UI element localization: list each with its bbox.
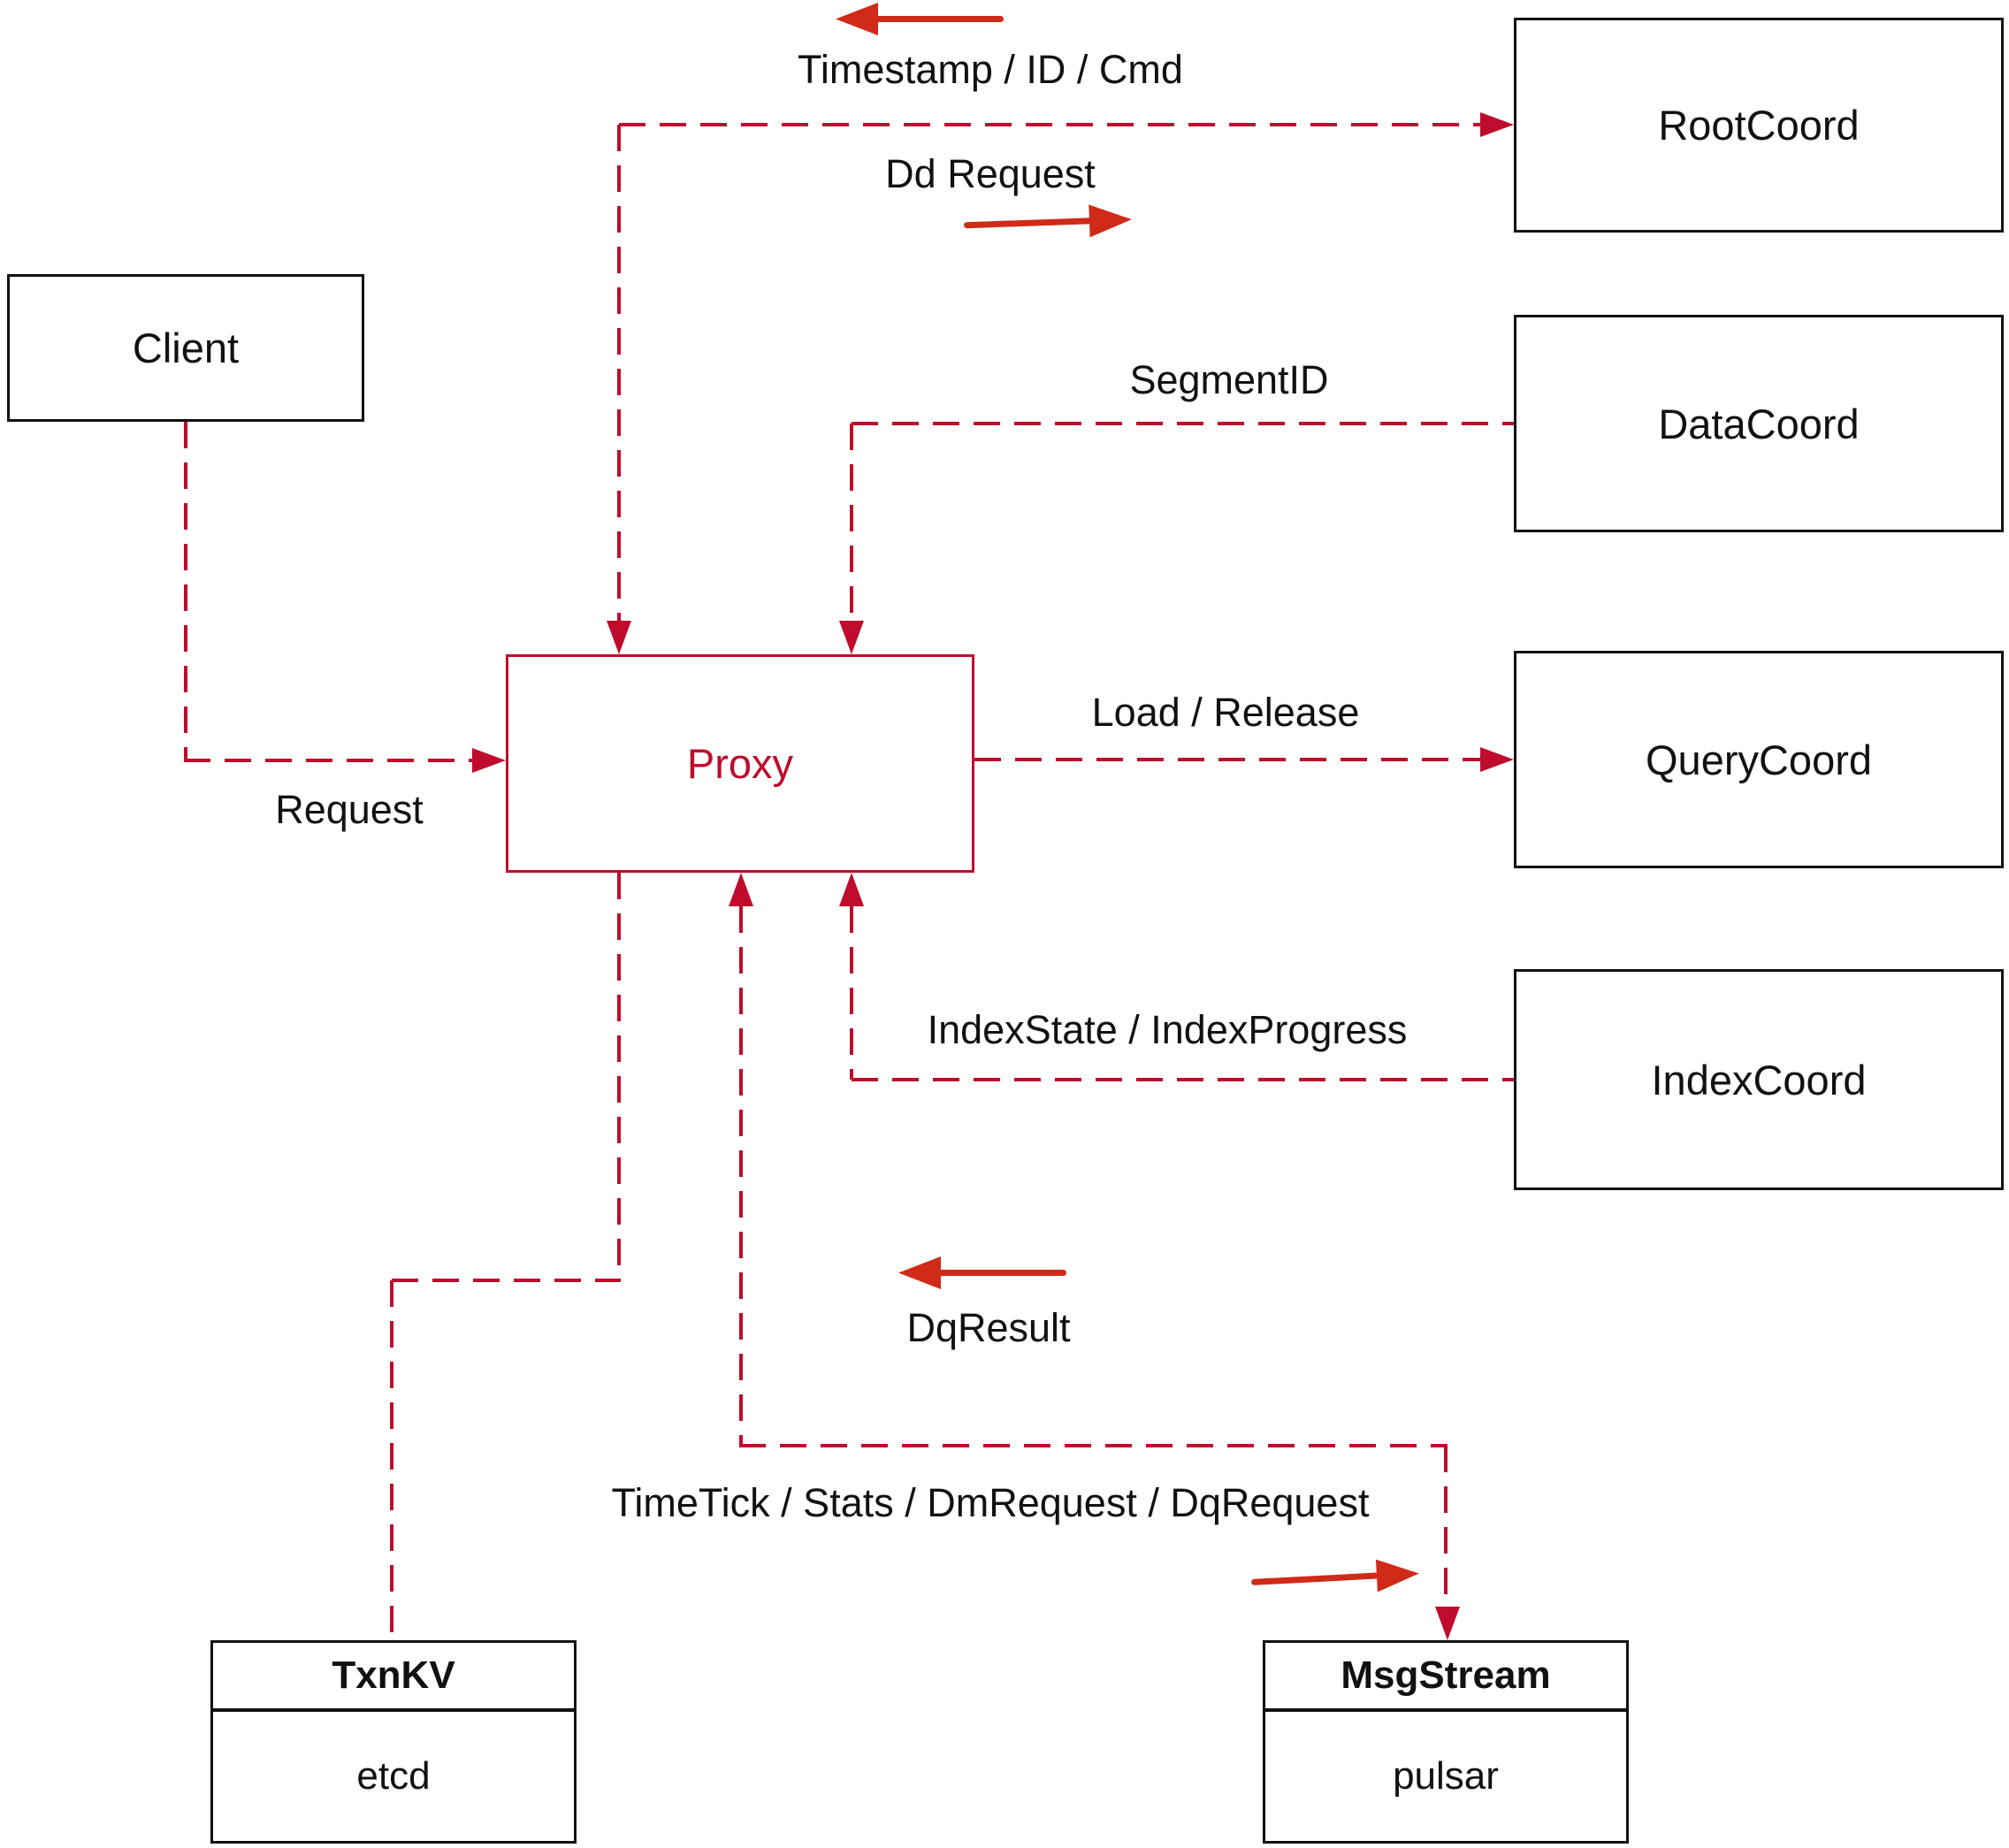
edge-label-dq-result: DqResult: [906, 1305, 1071, 1350]
arrow-left-icon: [836, 3, 1004, 35]
arrowhead-into-proxy-left-icon: [472, 748, 506, 773]
edge-proxy-txnkv-vertical-upper: [617, 873, 621, 1280]
arrowhead-into-proxy-top-left-icon: [607, 621, 631, 654]
edge-label-timestamp-id-cmd: Timestamp / ID / Cmd: [798, 47, 1183, 92]
node-msgstream-title: MsgStream: [1265, 1643, 1626, 1712]
edge-client-proxy-vertical: [184, 422, 187, 760]
edge-label-time-tick-stats: TimeTick / Stats / DmRequest / DqRequest: [611, 1480, 1370, 1525]
edge-indexcoord-proxy-horizontal: [852, 1078, 1514, 1081]
edge-label-load-release: Load / Release: [1091, 690, 1360, 735]
node-proxy: Proxy: [506, 654, 974, 873]
node-datacoord: DataCoord: [1514, 315, 2004, 532]
edge-proxy-txnkv-horizontal: [392, 1279, 621, 1282]
edge-datacoord-proxy-horizontal: [852, 422, 1514, 425]
edge-proxy-txnkv-vertical-lower: [390, 1280, 393, 1640]
edge-label-segment-id: SegmentID: [1129, 357, 1329, 402]
node-querycoord: QueryCoord: [1514, 651, 2004, 868]
node-msgstream-impl: pulsar: [1393, 1754, 1499, 1798]
arrowhead-into-proxy-bottom-right-icon: [839, 873, 864, 906]
edge-label-index-state-progress: IndexState / IndexProgress: [927, 1007, 1408, 1052]
node-txnkv: TxnKV etcd: [210, 1640, 577, 1844]
node-txnkv-title: TxnKV: [213, 1643, 574, 1712]
arrowhead-into-rootcoord-icon: [1480, 112, 1514, 137]
edge-indexcoord-proxy-vertical: [850, 906, 853, 1080]
node-rootcoord-label: RootCoord: [1658, 102, 1860, 149]
arrow-left-icon: [898, 1256, 1066, 1289]
edge-client-proxy-horizontal: [184, 759, 472, 762]
node-client: Client: [7, 274, 364, 422]
arrowhead-into-querycoord-icon: [1480, 747, 1514, 772]
edge-label-request: Request: [275, 787, 424, 832]
edge-datacoord-proxy-vertical: [850, 424, 853, 621]
edge-proxy-msgstream-horizontal: [739, 1444, 1448, 1447]
node-client-label: Client: [132, 325, 240, 371]
edge-proxy-rootcoord-horizontal: [619, 123, 1482, 126]
arrowhead-into-proxy-bottom-center-icon: [729, 873, 753, 906]
edge-label-dd-request: Dd Request: [885, 151, 1096, 196]
arrowhead-into-proxy-top-right-icon: [839, 621, 864, 654]
node-indexcoord: IndexCoord: [1514, 969, 2004, 1190]
node-proxy-label: Proxy: [686, 740, 794, 787]
node-rootcoord: RootCoord: [1514, 18, 2004, 233]
node-querycoord-label: QueryCoord: [1646, 736, 1872, 783]
arrow-right-icon: [964, 204, 1132, 238]
edge-proxy-msgstream-vertical-lower: [1444, 1446, 1448, 1607]
node-txnkv-impl: etcd: [356, 1754, 431, 1798]
node-indexcoord-label: IndexCoord: [1651, 1056, 1867, 1103]
arrow-right-icon: [1251, 1559, 1419, 1592]
arrowhead-into-msgstream-icon: [1435, 1607, 1460, 1640]
edge-proxy-querycoord-horizontal: [974, 758, 1480, 761]
edge-proxy-msgstream-vertical-upper: [739, 906, 743, 1446]
node-datacoord-label: DataCoord: [1658, 400, 1860, 447]
node-msgstream: MsgStream pulsar: [1263, 1640, 1629, 1844]
edge-proxy-rootcoord-vertical: [617, 125, 621, 621]
